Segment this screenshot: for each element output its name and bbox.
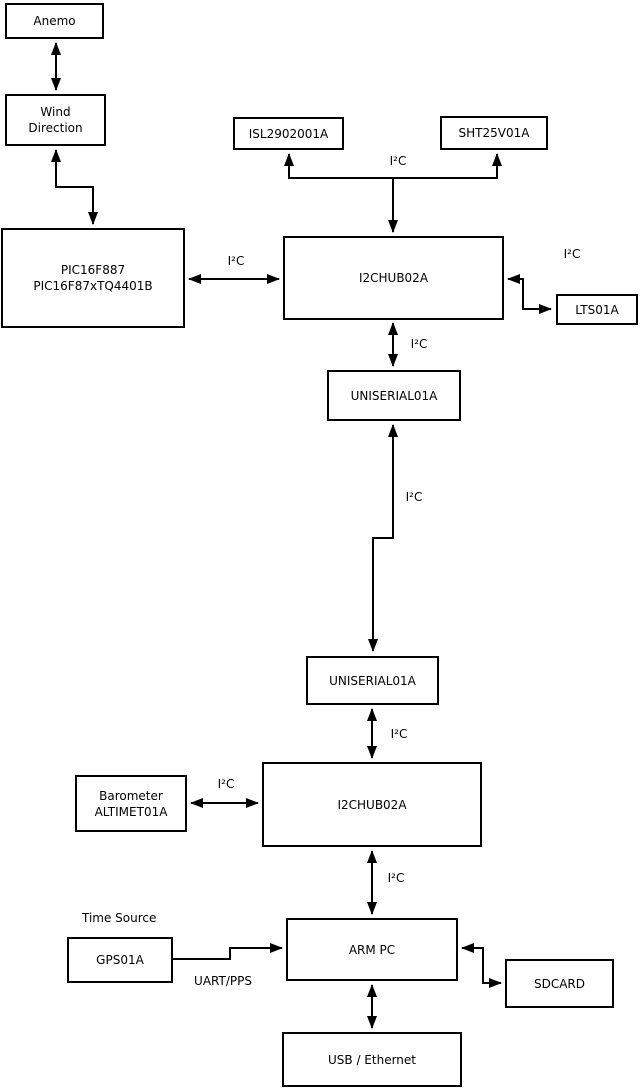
box-uniserial-upper: UNISERIAL01A — [327, 370, 461, 421]
box-wind-direction: Wind Direction — [5, 94, 106, 146]
box-lts01a-label: LTS01A — [575, 302, 619, 317]
box-isl2902001a: ISL2902001A — [233, 117, 344, 150]
bus-label-hub-lts: I²C — [563, 247, 581, 261]
box-usb-ethernet: USB / Ethernet — [282, 1032, 462, 1087]
bus-label-hub2-armpc: I²C — [387, 871, 405, 885]
box-sdcard: SDCARD — [505, 959, 614, 1008]
box-usb-ethernet-label: USB / Ethernet — [328, 1052, 416, 1067]
bus-label-hub-uniserial: I²C — [410, 337, 428, 351]
box-gps01a: GPS01A — [67, 937, 173, 983]
box-sht25v01a-label: SHT25V01A — [458, 126, 530, 140]
box-i2chub-top: I2CHUB02A — [283, 236, 504, 320]
box-gps01a-label: GPS01A — [96, 953, 144, 967]
box-sht25v01a: SHT25V01A — [440, 116, 548, 150]
box-anemo-label: Anemo — [33, 14, 76, 28]
box-i2chub-top-label: I2CHUB02A — [358, 271, 429, 285]
box-uniserial-lower: UNISERIAL01A — [306, 656, 439, 705]
box-barometer: Barometer ALTIMET01A — [75, 775, 187, 832]
box-arm-pc-label: ARM PC — [348, 942, 396, 957]
connector-uniserial-link — [368, 424, 398, 652]
bus-label-hub-sensors: I²C — [389, 154, 407, 168]
box-uniserial-upper-label: UNISERIAL01A — [350, 388, 438, 403]
box-arm-pc: ARM PC — [286, 918, 458, 981]
annotation-time-source: Time Source — [82, 911, 157, 925]
bus-label-uniserial-link: I²C — [405, 490, 423, 504]
bus-label-barometer-hub2: I²C — [217, 777, 235, 791]
box-barometer-label: Barometer ALTIMET01A — [94, 788, 168, 819]
box-isl2902001a-label: ISL2902001A — [248, 126, 329, 141]
box-anemo: Anemo — [5, 3, 104, 39]
box-sdcard-label: SDCARD — [533, 976, 586, 991]
connector-i2chub-top-lts — [507, 274, 552, 314]
box-pic-microcontroller-label: PIC16F887 PIC16F87xTQ4401B — [33, 263, 153, 293]
bus-label-uniserial-hub2: I²C — [390, 727, 408, 741]
connector-armpc-sdcard — [461, 943, 502, 988]
annotation-uart-pps: UART/PPS — [194, 974, 252, 988]
box-i2chub-bottom-label: I2CHUB02A — [337, 797, 407, 812]
box-pic-microcontroller: PIC16F887 PIC16F87xTQ4401B — [1, 228, 185, 328]
bus-label-pic-hub: I²C — [227, 254, 245, 268]
box-uniserial-lower-label: UNISERIAL01A — [329, 673, 416, 688]
box-lts01a: LTS01A — [556, 294, 638, 325]
box-i2chub-bottom: I2CHUB02A — [262, 762, 482, 847]
box-wind-direction-label: Wind Direction — [28, 105, 83, 135]
connector-wind-pic — [51, 149, 98, 225]
connector-gps-armpc — [173, 943, 283, 960]
